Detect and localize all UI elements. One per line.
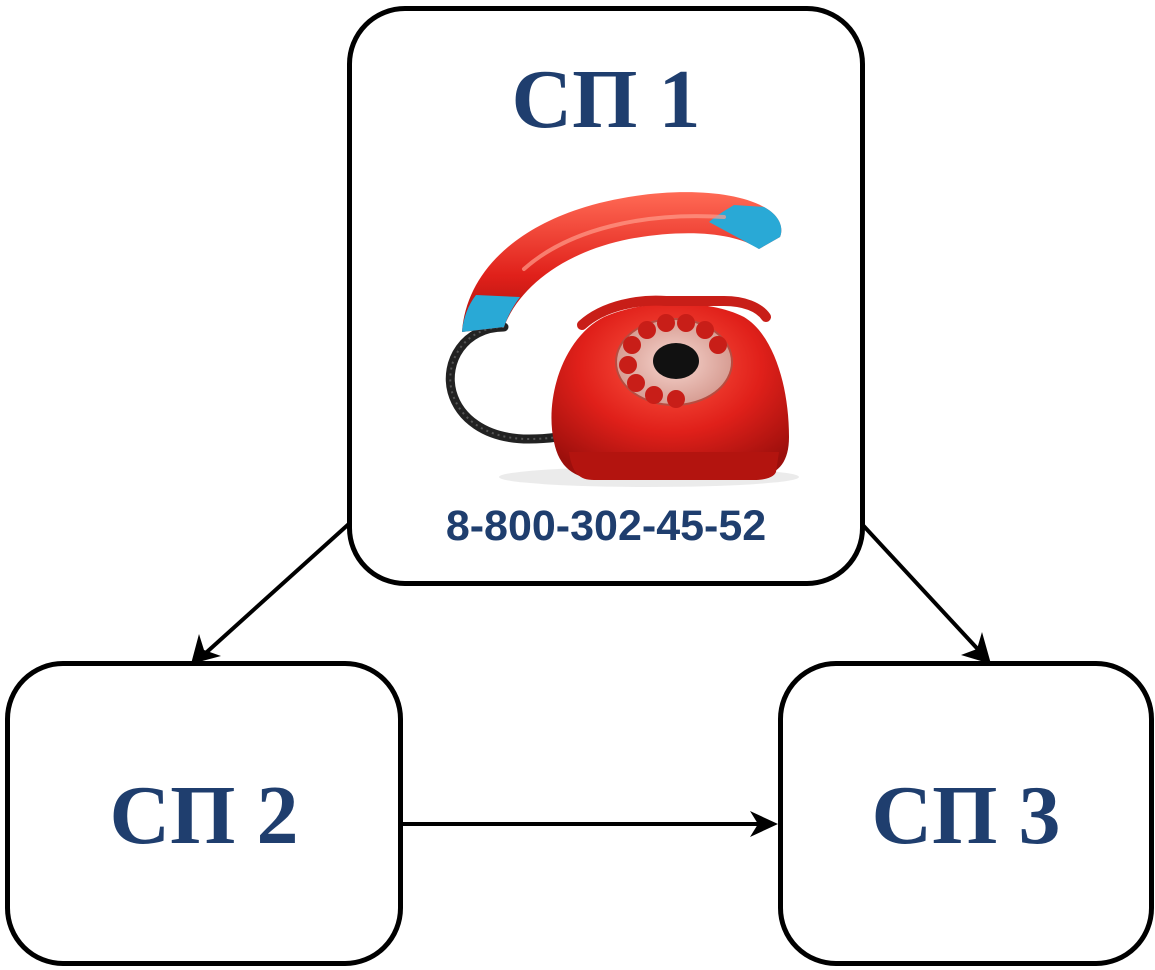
node-sp1-phone-number: 8-800-302-45-52 — [445, 502, 767, 550]
edge-sp1-to-sp3 — [858, 520, 988, 660]
node-sp3: СП 3 — [778, 661, 1154, 966]
arrowhead-sp2 — [191, 634, 221, 664]
node-sp1: СП 1 — [347, 6, 865, 586]
arrowhead-sp3-left — [750, 811, 778, 837]
node-sp2: СП 2 — [5, 661, 403, 966]
node-sp2-title: СП 2 — [109, 769, 299, 862]
arrowhead-sp3 — [961, 632, 991, 664]
edge-sp1-to-sp2 — [196, 520, 353, 662]
rotary-telephone-icon — [445, 192, 799, 487]
node-sp1-title: СП 1 — [511, 53, 701, 146]
node-sp3-title: СП 3 — [871, 769, 1061, 862]
